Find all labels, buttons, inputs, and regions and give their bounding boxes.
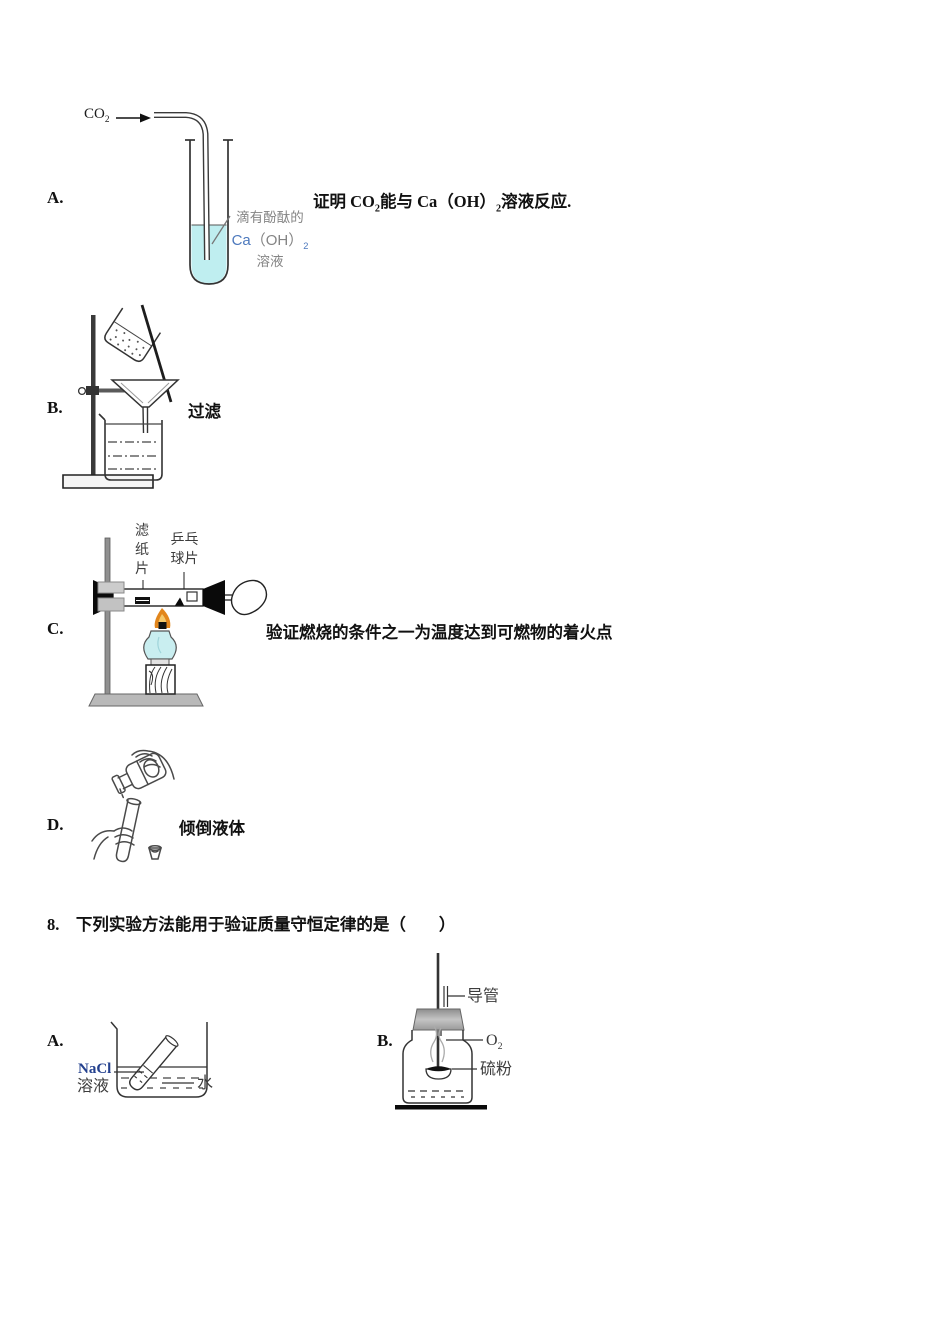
desc-a-1: 证明 CO bbox=[313, 192, 375, 211]
ca-text: Ca bbox=[231, 231, 251, 249]
option-c-letter: C. bbox=[47, 619, 64, 638]
combustion-tube-diagram: 滤纸片 乒乓球片 bbox=[85, 518, 270, 714]
pingpong-label: 乒乓球片 bbox=[170, 531, 199, 566]
desc-a-3: 溶液反应. bbox=[501, 192, 572, 211]
option-a-description: 证明 CO2能与 Ca（OH）2溶液反应. bbox=[313, 188, 572, 215]
co2-testtube-art bbox=[116, 112, 233, 285]
water-label: 水 bbox=[197, 1075, 214, 1092]
desc-a-sub2: 2 bbox=[495, 203, 502, 215]
desc-a-sub1: 2 bbox=[374, 203, 380, 215]
nacl-beaker-diagram: NaCl 溶液 水 bbox=[70, 1015, 235, 1115]
question-8-text: 8. 下列实验方法能用于验证质量守恒定律的是（ ） bbox=[47, 915, 456, 934]
sulfur-bottle-diagram: 导管 O2 硫粉 bbox=[395, 950, 535, 1115]
combustion-tube-art bbox=[88, 537, 268, 707]
option-d-letter: D. bbox=[47, 815, 64, 834]
desc-a-2: 能与 Ca（OH） bbox=[379, 192, 496, 211]
pouring-liquid-diagram bbox=[90, 745, 190, 873]
co2-gas-label: CO2 bbox=[84, 106, 110, 125]
duct-label: 导管 bbox=[467, 988, 500, 1005]
o2-label: O2 bbox=[486, 1032, 503, 1053]
co2-subscript: 2 bbox=[104, 115, 110, 125]
nacl-beaker-art bbox=[110, 1021, 208, 1098]
oh-text: （OH） bbox=[250, 231, 304, 249]
solution-label: 溶液 bbox=[77, 1078, 110, 1095]
option-c-description: 验证燃烧的条件之一为温度达到可燃物的着火点 bbox=[266, 623, 613, 642]
q8-option-b-letter: B. bbox=[377, 1031, 393, 1050]
label-line-3: 溶液 bbox=[256, 254, 284, 270]
nacl-label: NaCl bbox=[78, 1061, 112, 1077]
q8-option-a-letter: A. bbox=[47, 1031, 64, 1050]
phenolphthalein-label: 滴有酚酞的 Ca（OH）2 溶液 bbox=[220, 208, 320, 273]
o2-subscript: 2 bbox=[497, 1041, 503, 1053]
option-b-letter: B. bbox=[47, 398, 63, 417]
filter-paper-label: 滤纸片 bbox=[135, 522, 149, 576]
pouring-liquid-art bbox=[91, 749, 175, 863]
option-a-letter: A. bbox=[47, 188, 64, 207]
label-line-1: 滴有酚酞的 bbox=[236, 210, 304, 225]
sulfur-bottle-art bbox=[395, 953, 487, 1110]
filtration-diagram bbox=[55, 303, 205, 495]
co2-text: CO bbox=[84, 106, 105, 122]
o2-text: O bbox=[486, 1032, 498, 1049]
filtration-art bbox=[62, 304, 180, 489]
co2-testtube-diagram: CO2 滴有酚酞的 Ca（OH）2 溶液 bbox=[80, 100, 320, 298]
sulfur-label: 硫粉 bbox=[480, 1061, 513, 1078]
option-d-description: 倾倒液体 bbox=[179, 819, 245, 838]
label-line-2: Ca（OH）2 bbox=[220, 229, 320, 252]
option-b-description: 过滤 bbox=[188, 402, 221, 421]
oh-subscript: 2 bbox=[303, 240, 309, 251]
